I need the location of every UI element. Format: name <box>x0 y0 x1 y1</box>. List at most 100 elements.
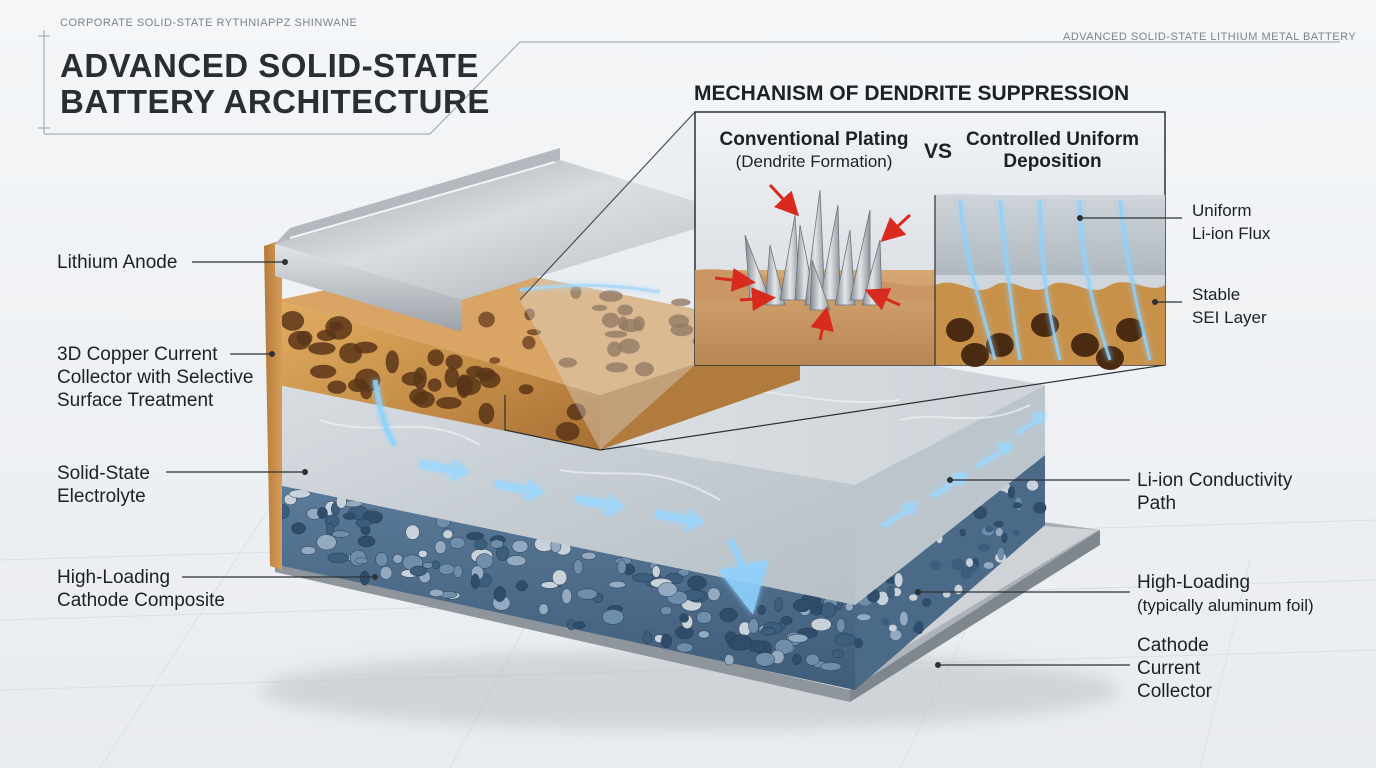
copper-pore <box>566 403 586 421</box>
cathode-particle <box>730 634 753 651</box>
cathode-particle <box>810 617 832 632</box>
copper-pore <box>604 330 628 338</box>
cathode-particle <box>422 561 434 569</box>
cathode-particle <box>288 489 311 499</box>
cathode-particle <box>748 618 759 634</box>
cathode-particle <box>651 565 661 578</box>
uniform-flux-lines <box>958 199 1152 361</box>
label-cathode-composite: High-Loading Cathode Composite <box>57 567 225 611</box>
cathode-particle <box>890 630 902 641</box>
copper-pore <box>489 357 501 364</box>
cathode-particle <box>325 523 335 536</box>
cathode-particle <box>755 652 775 667</box>
copper-pore <box>444 366 460 388</box>
cathode-particle <box>1026 480 1039 491</box>
label-conductivity-path: Li-ion Conductivity Path <box>1137 470 1293 514</box>
sei-pore <box>1116 318 1144 342</box>
cathode-particle <box>642 631 653 645</box>
red-arrow <box>864 288 901 311</box>
cathode-particle <box>327 552 350 564</box>
sei-pore <box>1071 333 1099 357</box>
cathode-particle <box>357 535 376 548</box>
copper-pore <box>478 402 495 425</box>
cathode-particle <box>760 626 776 636</box>
cathode-particle <box>342 512 356 520</box>
base-shadow <box>260 650 1120 730</box>
cathode-particle <box>894 573 903 587</box>
cathode-particle <box>983 562 994 569</box>
title-line-2: BATTERY ARCHITECTURE <box>60 83 490 120</box>
cathode-particle <box>881 618 890 626</box>
label-cathode-current-collector: Cathode Current Collector <box>1137 635 1212 702</box>
ion-arrows <box>420 412 1046 532</box>
copper-pore <box>456 374 471 399</box>
cathode-particle <box>475 553 494 569</box>
cathode-particles <box>276 480 1047 671</box>
cathode-particle <box>854 637 864 649</box>
cathode-particle <box>973 506 988 520</box>
cathode-particle <box>538 603 549 615</box>
cathode-particle <box>375 552 388 567</box>
cathode-particle <box>831 649 844 659</box>
cathode-particle <box>978 542 991 552</box>
inset-right-title-1: Controlled Uniform <box>965 129 1140 150</box>
inset-left-heading: Conventional Plating (Dendrite Formation… <box>708 129 920 173</box>
cathode-particle <box>819 662 842 671</box>
cathode-particle <box>792 653 802 665</box>
copper-pore <box>634 362 654 377</box>
lithium-anode-top <box>275 160 740 300</box>
inset-vs: VS <box>923 140 952 163</box>
cathode-particle <box>792 598 812 613</box>
cathode-particle <box>757 604 766 615</box>
cathode-particle <box>355 518 372 528</box>
copper-pore <box>570 285 582 299</box>
dendrite-red-arrows <box>714 183 912 341</box>
copper-pore <box>339 342 363 364</box>
cathode-particle <box>506 555 527 567</box>
copper-pore <box>445 354 463 370</box>
cathode-particle <box>493 586 506 602</box>
red-arrow <box>739 287 776 312</box>
cathode-particle <box>909 594 918 601</box>
inset-right-heading: Controlled Uniform Deposition <box>955 129 1150 173</box>
label-uniform-flux: Uniform Li-ion Flux <box>1192 201 1271 243</box>
inset-title: MECHANISM OF DENDRITE SUPPRESSION <box>694 82 1130 105</box>
company-tag: CORPORATE SOLID-STATE RYTHNIAPPZ SHINWAN… <box>60 17 358 29</box>
cathode-particle <box>1007 486 1016 499</box>
inset-left-title: Conventional Plating <box>719 129 909 150</box>
copper-pore <box>309 364 337 379</box>
top-right-tag: ADVANCED SOLID-STATE LITHIUM METAL BATTE… <box>1063 31 1357 43</box>
cathode-particle <box>922 598 932 607</box>
cathode-particle <box>836 618 846 633</box>
cathode-particle <box>576 588 598 600</box>
dendrite-spike <box>819 204 841 301</box>
cathode-particle <box>787 633 809 643</box>
cathode-particle <box>857 614 871 621</box>
cathode-particle <box>434 540 447 555</box>
copper-pore <box>466 365 485 378</box>
copper-pore <box>617 304 633 316</box>
cathode-particle <box>474 538 488 551</box>
cathode-particle <box>698 630 710 639</box>
copper-pore <box>605 362 628 373</box>
inset-left-subtitle: (Dendrite Formation) <box>735 152 893 171</box>
page-title: ADVANCED SOLID-STATE BATTERY ARCHITECTUR… <box>60 48 490 120</box>
copper-pore <box>280 310 305 331</box>
cathode-particle <box>617 559 627 575</box>
electrolyte-side <box>855 385 1045 605</box>
copper-pore <box>619 318 642 333</box>
cathode-particle <box>453 565 463 578</box>
copper-pore <box>479 371 501 388</box>
cathode-particle <box>660 634 673 649</box>
cathode-particle <box>429 588 444 598</box>
cathode-particle <box>300 546 317 555</box>
cathode-particle <box>1012 529 1020 536</box>
cathode-particle <box>573 559 584 575</box>
cathode-particle <box>466 531 485 541</box>
cathode-particle <box>679 613 689 623</box>
lithium-anode-front <box>275 244 462 332</box>
title-line-1: ADVANCED SOLID-STATE <box>60 47 479 84</box>
ion-flow <box>372 283 768 615</box>
cathode-particle <box>985 526 994 533</box>
